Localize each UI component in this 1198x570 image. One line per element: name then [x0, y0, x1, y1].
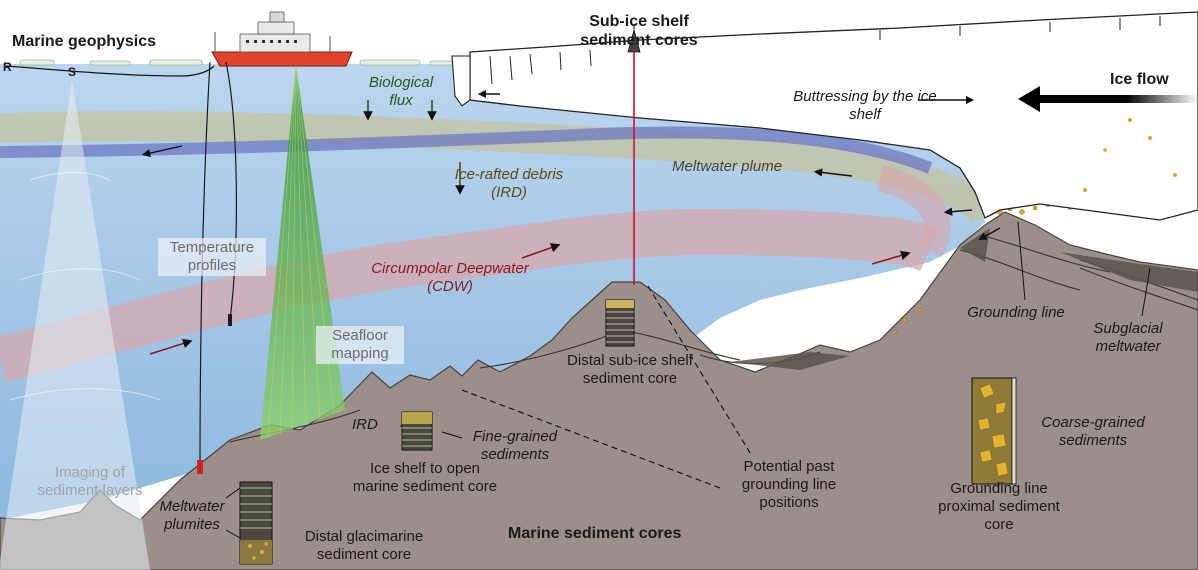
cdw-arrows: [149, 243, 911, 355]
cdw-loop: [876, 165, 951, 258]
iceberg: [451, 55, 471, 107]
ctd-line: [199, 61, 211, 471]
seafloor: [0, 211, 1198, 570]
core-ice-shelf-to-open: [401, 411, 433, 451]
meltwater-plume-band: [0, 111, 999, 225]
temperature-cable: [225, 61, 237, 321]
ice-flow-arrow: [1018, 86, 1198, 112]
core-distal-sub-ice: [605, 299, 635, 347]
ocean-water: [0, 64, 985, 520]
ice-shelf: [469, 11, 1198, 221]
calving-ice-debris: [1083, 118, 1177, 192]
biological-flux-arrows: [363, 100, 437, 121]
research-ship: [211, 11, 353, 67]
streamer-cable: [5, 65, 215, 77]
past-grounding-leaders: [461, 285, 753, 489]
cdw-current-band: [0, 208, 940, 383]
core-distal-glacimarine: [239, 481, 273, 565]
imaging-wavefronts: [9, 172, 161, 401]
sub-bottom-imaging-cone: [0, 80, 150, 570]
sea-ice-floes: [19, 59, 461, 66]
ice-shelf-crevasses: [489, 16, 1161, 85]
core-grounding-line-proximal: [971, 377, 1017, 485]
flow-arrows: [141, 89, 1001, 241]
temperature-probe: [228, 314, 232, 326]
ctd-probe: [197, 460, 203, 474]
